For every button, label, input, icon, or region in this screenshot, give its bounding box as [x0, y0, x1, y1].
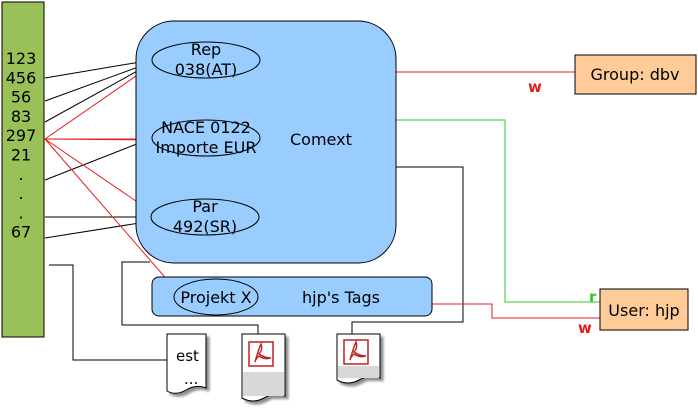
text-document-icon: est ...: [166, 333, 207, 394]
user-box: User: hjp r w: [578, 288, 689, 337]
tags-box: Projekt X hjp's Tags: [151, 276, 433, 317]
connector-56-rep: [44, 63, 151, 123]
group-access-write: w: [528, 78, 542, 96]
id-item: 67: [11, 223, 31, 242]
nace-value: Importe EUR: [156, 138, 257, 157]
rep-node: Rep 038(AT): [151, 40, 261, 79]
connector-dot2-par: [44, 220, 153, 239]
red-connectors: [44, 64, 600, 319]
connector-comext-pdf2: [351, 166, 464, 340]
red-297-par: [44, 138, 153, 213]
projekt-label: Projekt X: [180, 288, 251, 307]
connector-456-rep: [44, 61, 153, 102]
id-item: .: [18, 184, 23, 203]
id-item: 297: [6, 126, 37, 145]
id-item: 21: [11, 146, 31, 165]
group-label: Group: dbv: [591, 65, 680, 84]
nace-node: NACE 0122 Importe EUR: [151, 118, 261, 157]
id-column-box: [1, 1, 45, 338]
pdf-icon: [336, 333, 381, 384]
par-value: 492(SR): [173, 217, 237, 236]
par-node: Par 492(SR): [150, 197, 260, 236]
red-nace-par: [44, 138, 153, 141]
group-box: Group: dbv w: [528, 54, 697, 96]
pdf-icon: [241, 333, 286, 402]
text-doc-line1: est: [176, 347, 199, 365]
id-item: 83: [11, 107, 31, 126]
red-297-projekt: [44, 138, 184, 299]
user-label: User: hjp: [608, 301, 679, 320]
id-item: .: [18, 203, 23, 222]
pdf-symbol: [248, 341, 274, 367]
comext-box: Comext Rep 038(AT) NACE 0122 Importe EUR…: [135, 20, 397, 264]
green-connectors: [396, 119, 600, 303]
pdf-symbol: [343, 339, 369, 365]
comext-label: Comext: [290, 130, 352, 149]
tags-label: hjp's Tags: [302, 288, 380, 307]
rep-label: Rep: [191, 40, 221, 59]
connector-par-pdf1: [121, 261, 259, 340]
text-doc-line2: ...: [184, 370, 198, 388]
connector-67-textdoc: [49, 264, 167, 361]
green-comext-user: [396, 119, 600, 303]
user-access-read: r: [589, 288, 597, 306]
connector-21-nace: [44, 137, 153, 181]
red-tags-user: [432, 303, 600, 319]
par-label: Par: [192, 197, 218, 216]
id-item: 456: [6, 68, 37, 87]
id-item: .: [18, 165, 23, 184]
id-item: 56: [11, 88, 31, 107]
id-item: 123: [6, 49, 37, 68]
user-access-write: w: [578, 319, 592, 337]
nace-label: NACE 0122: [161, 118, 251, 137]
black-connectors: [44, 59, 464, 361]
red-297-rep: [44, 64, 153, 140]
connector-123-rep: [44, 59, 153, 79]
rep-value: 038(AT): [175, 60, 238, 79]
